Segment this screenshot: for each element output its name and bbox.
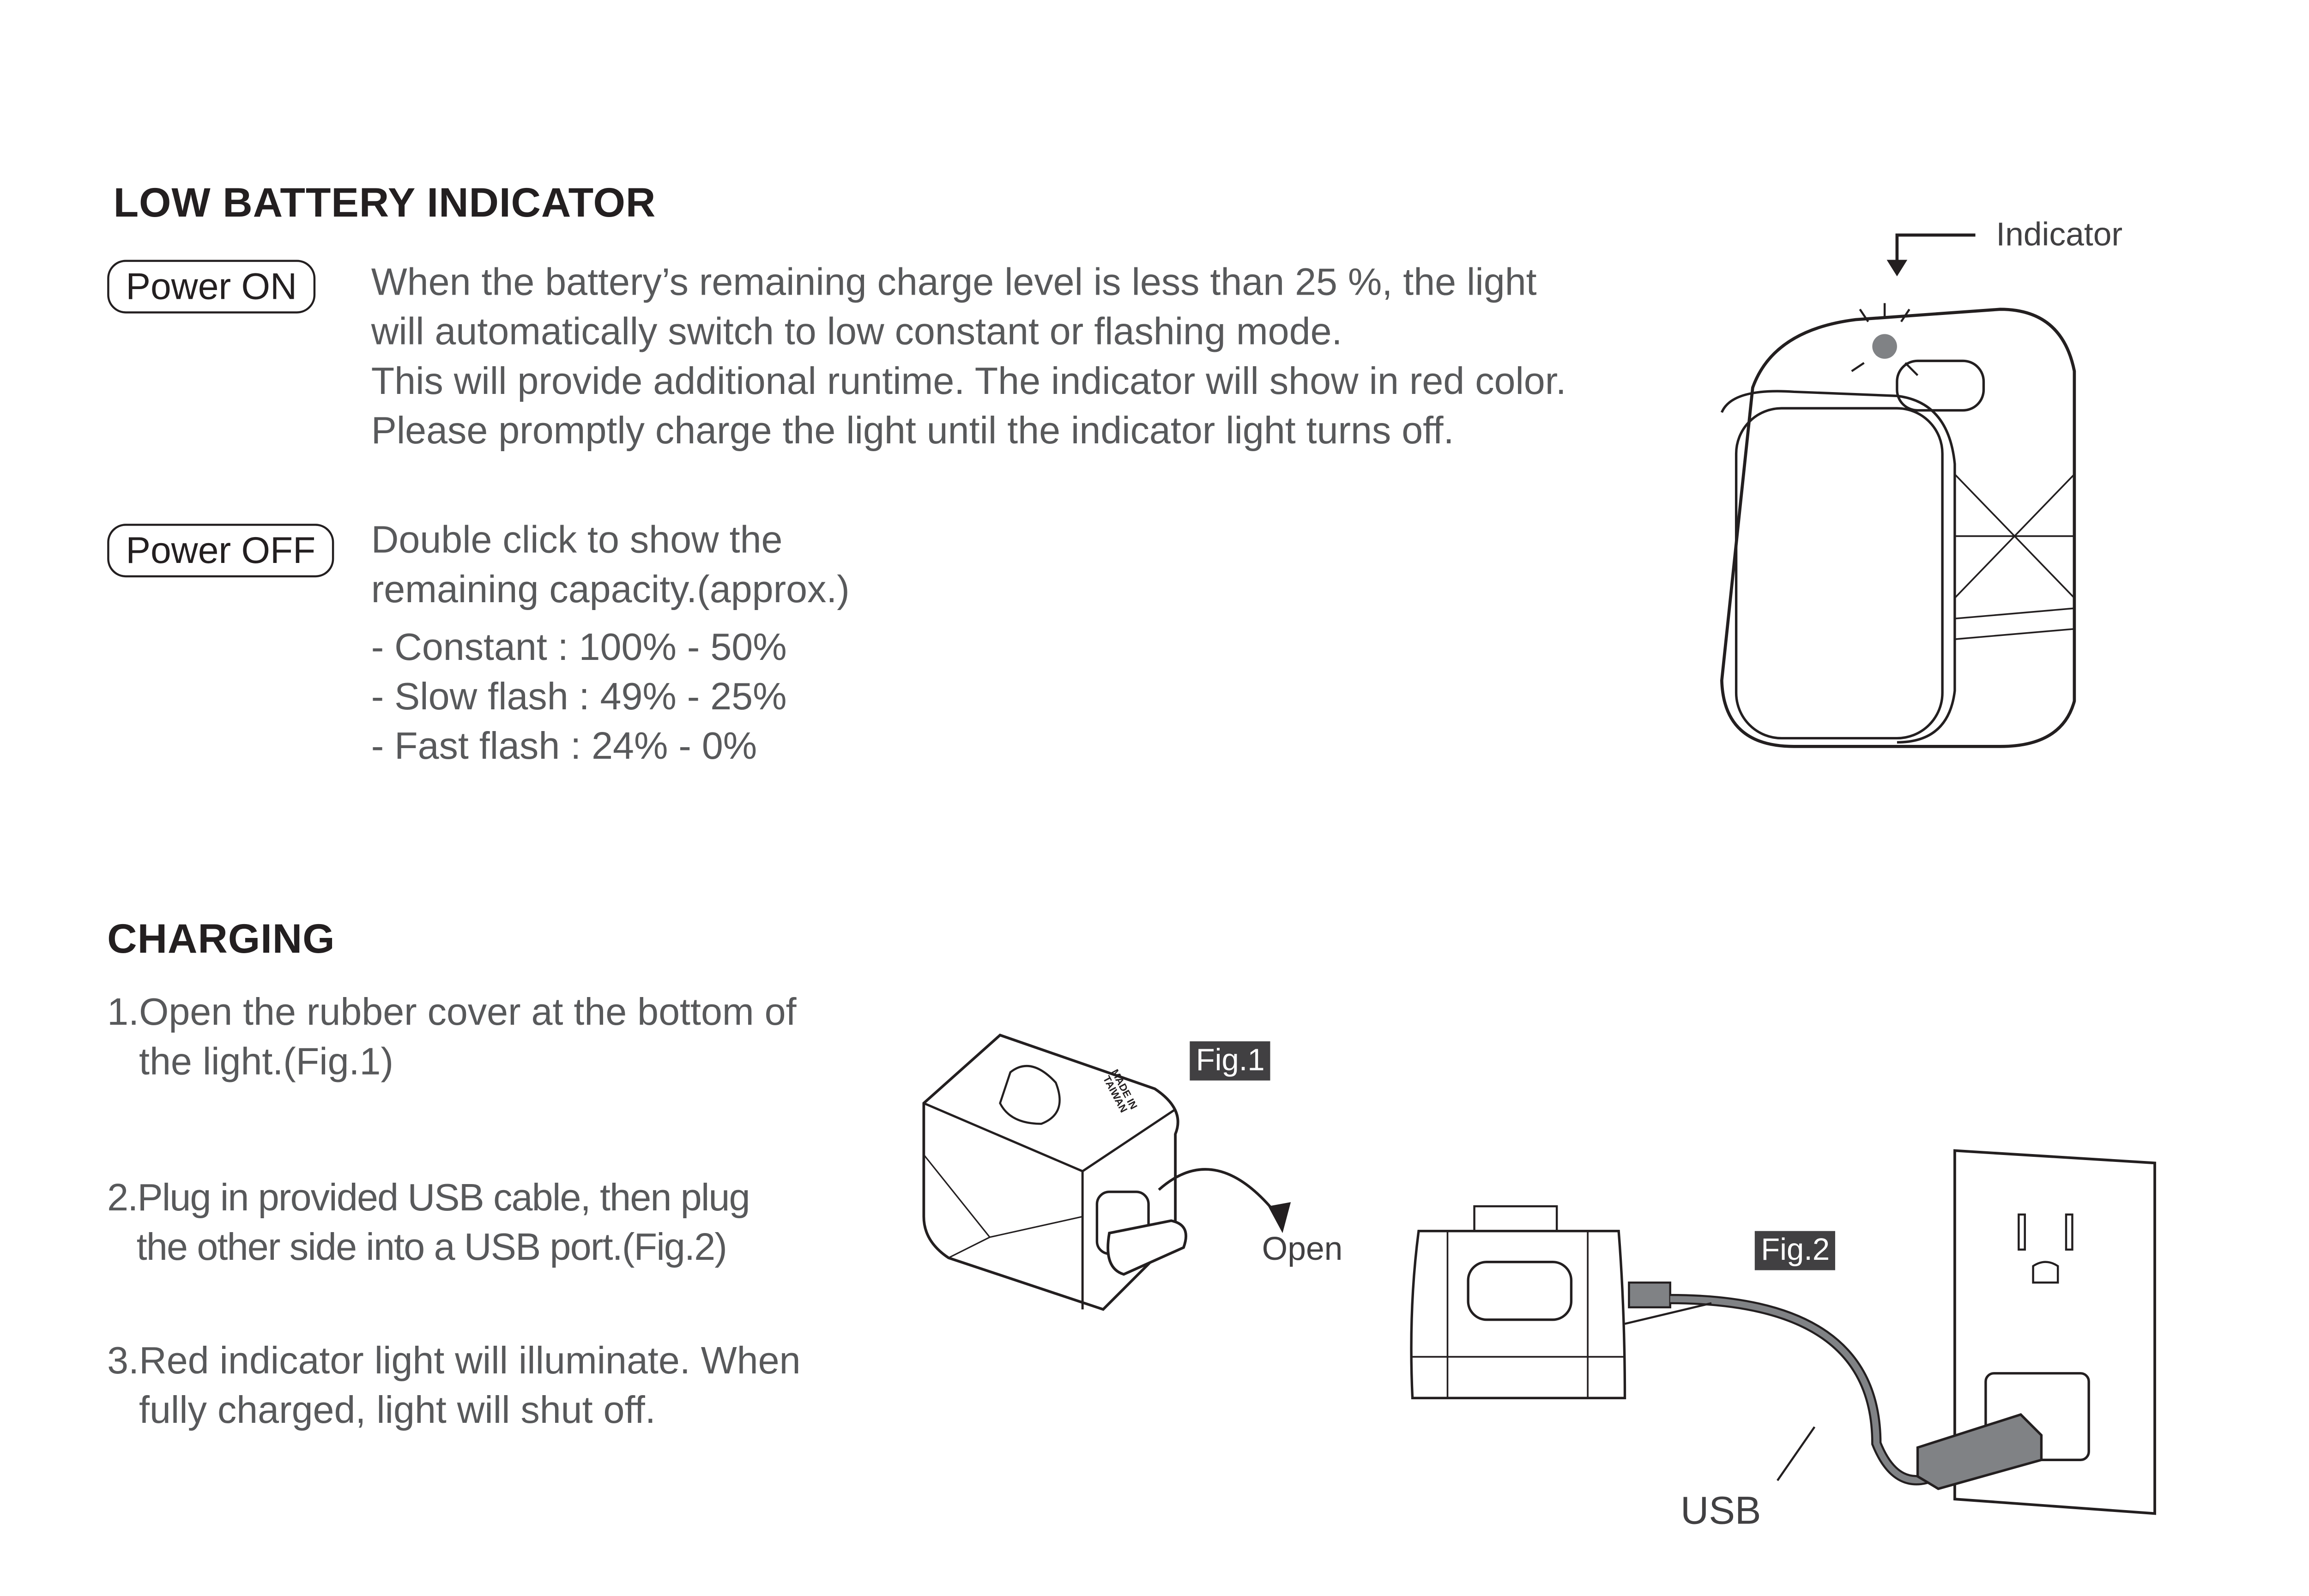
light-top-illustration <box>1720 233 2076 748</box>
power-on-label: Power ON <box>107 260 316 314</box>
power-off-label: Power OFF <box>107 524 334 578</box>
charging-step-1: 1.Open the rubber cover at the bottom of… <box>107 988 796 1087</box>
indicator-light-icon <box>1872 334 1897 359</box>
low-battery-heading: LOW BATTERY INDICATOR <box>113 181 656 227</box>
text-line: Please promptly charge the light until t… <box>371 408 1454 452</box>
indicator-label: Indicator <box>1996 218 2123 254</box>
text-line: 3.Red indicator light will illuminate. W… <box>107 1338 801 1382</box>
text-line: 1.Open the rubber cover at the bottom of <box>107 990 797 1034</box>
charging-heading: CHARGING <box>107 917 335 963</box>
power-off-description: Double click to show the remaining capac… <box>371 515 850 771</box>
open-label: Open <box>1262 1233 1343 1269</box>
power-on-description: When the battery’s remaining charge leve… <box>371 258 1566 456</box>
text-line: will automatically switch to low constan… <box>371 309 1342 353</box>
fig1-open-cover-illustration <box>922 1034 1291 1311</box>
text-line: remaining capacity.(approx.) <box>371 567 850 611</box>
text-line: fully charged, light will shut off. <box>107 1388 656 1431</box>
text-line: This will provide additional runtime. Th… <box>371 358 1566 402</box>
charging-step-2: 2.Plug in provided USB cable, then plug … <box>107 1173 750 1272</box>
capacity-constant: - Constant : 100% - 50% <box>371 624 787 668</box>
text-line: Double click to show the <box>371 517 783 561</box>
text-line: When the battery’s remaining charge leve… <box>371 260 1537 303</box>
capacity-slow-flash: - Slow flash : 49% - 25% <box>371 674 787 718</box>
fig2-usb-charging-illustration <box>1410 1149 2156 1515</box>
usb-label: USB <box>1680 1491 1761 1535</box>
capacity-fast-flash: - Fast flash : 24% - 0% <box>371 724 757 768</box>
fig2-label: Fig.2 <box>1754 1231 1836 1270</box>
text-line: the light.(Fig.1) <box>107 1039 393 1083</box>
text-line: the other side into a USB port.(Fig.2) <box>107 1225 727 1269</box>
charging-step-3: 3.Red indicator light will illuminate. W… <box>107 1336 800 1435</box>
text-line: 2.Plug in provided USB cable, then plug <box>107 1175 750 1219</box>
fig1-label: Fig.1 <box>1190 1041 1271 1081</box>
